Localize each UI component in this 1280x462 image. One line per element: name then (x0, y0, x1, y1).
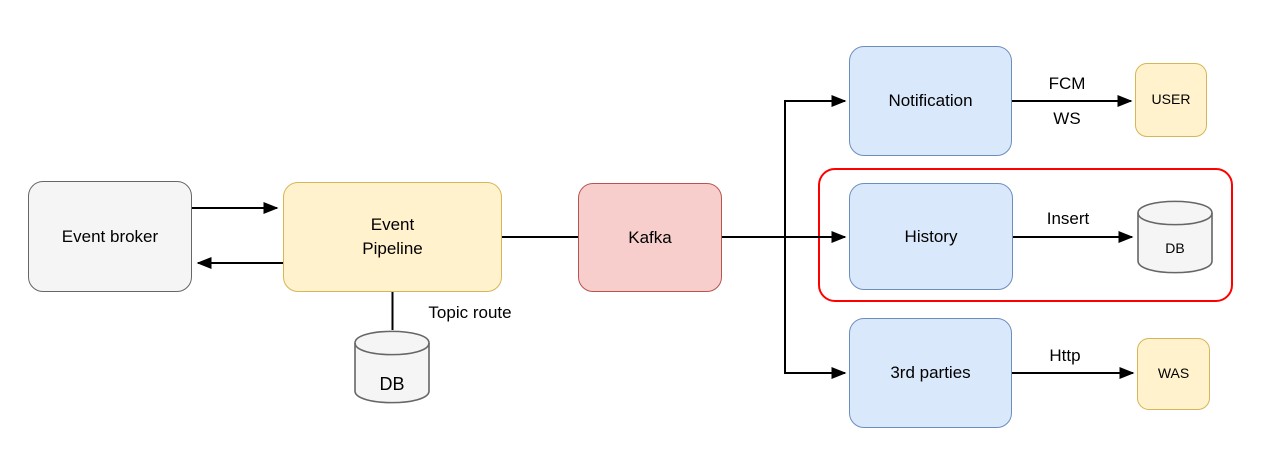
database-cylinder-icon (354, 330, 430, 404)
node-notification: Notification (849, 46, 1012, 156)
node-event-pipeline-label-line2: Pipeline (362, 239, 423, 258)
node-history-label: History (904, 226, 958, 246)
topic-route-db-label: DB (379, 374, 405, 394)
node-third-parties: 3rd parties (849, 318, 1012, 428)
node-third-parties-label: 3rd parties (890, 363, 971, 383)
node-user: USER (1135, 63, 1207, 137)
topic-route-db-cylinder: DB (354, 330, 430, 404)
node-kafka-label: Kafka (628, 227, 672, 247)
node-was: WAS (1137, 338, 1210, 410)
node-user-label: USER (1151, 91, 1191, 108)
node-kafka: Kafka (578, 183, 722, 292)
edge-label-insert: Insert (1046, 209, 1090, 228)
database-cylinder-icon (1137, 200, 1213, 274)
node-history: History (849, 183, 1013, 290)
node-event-broker-label: Event broker (61, 226, 159, 246)
edge-label-http: Http (1049, 346, 1081, 365)
edge-label-fcm: FCM (1048, 74, 1086, 93)
node-notification-label: Notification (888, 91, 973, 111)
history-db-label: DB (1165, 240, 1185, 256)
node-event-pipeline-label-line1: Event (370, 215, 415, 235)
node-event-pipeline: Event Pipeline (283, 182, 502, 292)
node-event-broker: Event broker (28, 181, 192, 292)
edge-label-topic-route: Topic route (428, 303, 512, 322)
history-db-cylinder: DB (1137, 200, 1213, 274)
edge-label-ws: WS (1053, 109, 1081, 128)
node-was-label: WAS (1157, 365, 1190, 382)
